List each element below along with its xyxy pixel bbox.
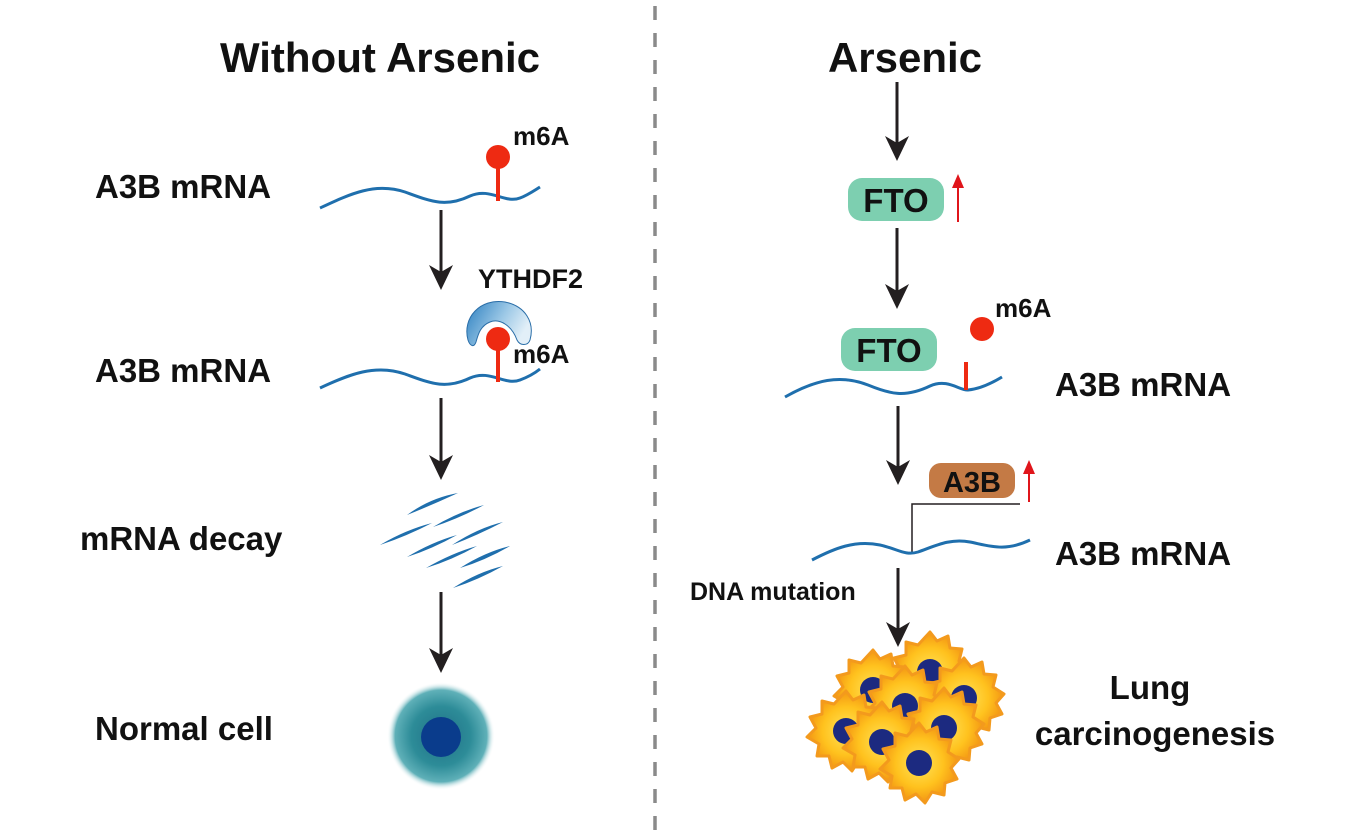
m6a-removed-icon xyxy=(970,317,994,341)
m6a-label-2: m6A xyxy=(513,339,570,369)
mrna-fragments-icon xyxy=(380,493,510,588)
left-panel-title: Without Arsenic xyxy=(220,34,540,81)
translation-connector xyxy=(911,503,1020,552)
mrna-strand-2 xyxy=(319,367,541,390)
arrow-down-icon xyxy=(885,82,909,161)
tumor-cell-cluster-icon xyxy=(805,630,1006,805)
ythdf2-protein-icon xyxy=(466,301,532,347)
dna-mutation-label: DNA mutation xyxy=(690,578,856,606)
arrow-down-icon xyxy=(886,406,910,485)
mrna-strand-4 xyxy=(811,538,1031,562)
arrow-down-icon xyxy=(886,568,910,647)
arrow-down-icon xyxy=(429,398,453,480)
fto-bound-label: FTO xyxy=(856,332,921,369)
a3b-label: A3B xyxy=(943,467,1001,499)
right-panel-title: Arsenic xyxy=(828,34,982,81)
arrow-down-icon xyxy=(429,592,453,673)
up-arrow-icon xyxy=(952,174,964,222)
a3b-protein-box xyxy=(929,463,1015,498)
outcome-label-line2: carcinogenesis xyxy=(1035,715,1275,752)
cell-nucleus-icon xyxy=(421,717,461,757)
fto-label: FTO xyxy=(863,182,928,219)
right-mrna-label-1: A3B mRNA xyxy=(1055,366,1231,403)
mrna-strand-3 xyxy=(784,375,1003,399)
ythdf2-label: YTHDF2 xyxy=(478,264,583,294)
normal-cell-label: Normal cell xyxy=(95,710,273,747)
right-mrna-label-2: A3B mRNA xyxy=(1055,535,1231,572)
m6a-mark-icon-2 xyxy=(486,327,510,351)
mrna-strand-1 xyxy=(319,185,541,210)
outcome-label-line1: Lung xyxy=(1110,669,1191,706)
mrna-decay-label: mRNA decay xyxy=(80,520,283,557)
left-mrna-label-2: A3B mRNA xyxy=(95,352,271,389)
fto-bound-box xyxy=(841,328,937,371)
m6a-label-1: m6A xyxy=(513,121,570,151)
left-mrna-label-1: A3B mRNA xyxy=(95,168,271,205)
fto-box xyxy=(848,178,944,221)
arrow-down-icon xyxy=(429,210,453,290)
m6a-mark-icon-1 xyxy=(486,145,510,169)
up-arrow-icon xyxy=(1023,460,1035,502)
m6a-label-3: m6A xyxy=(995,293,1052,323)
arrow-down-icon xyxy=(885,228,909,309)
